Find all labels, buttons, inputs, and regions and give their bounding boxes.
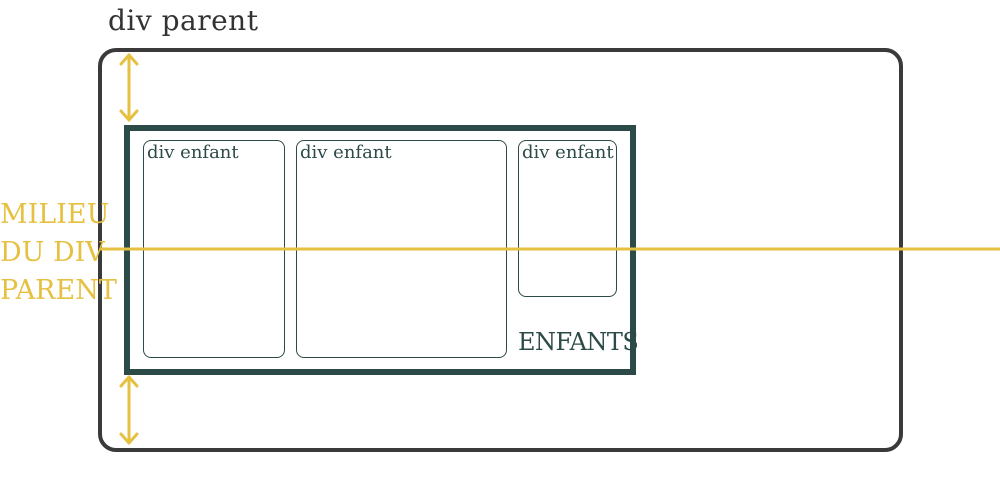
children-container-label: ENFANTS (518, 328, 639, 356)
child-box-1: div enfant (143, 140, 285, 358)
child-label-2: div enfant (300, 142, 392, 163)
child-box-2: div enfant (296, 140, 507, 358)
middle-label: MILIEU DU DIV PARENT (0, 196, 117, 310)
middle-label-line-3: PARENT (0, 275, 117, 306)
child-label-3: div enfant (522, 142, 614, 163)
child-box-3: div enfant (518, 140, 617, 297)
middle-label-line-2: DU DIV (0, 237, 105, 268)
child-label-1: div enfant (147, 142, 239, 163)
parent-label: div parent (108, 4, 259, 37)
middle-label-line-1: MILIEU (0, 199, 110, 230)
